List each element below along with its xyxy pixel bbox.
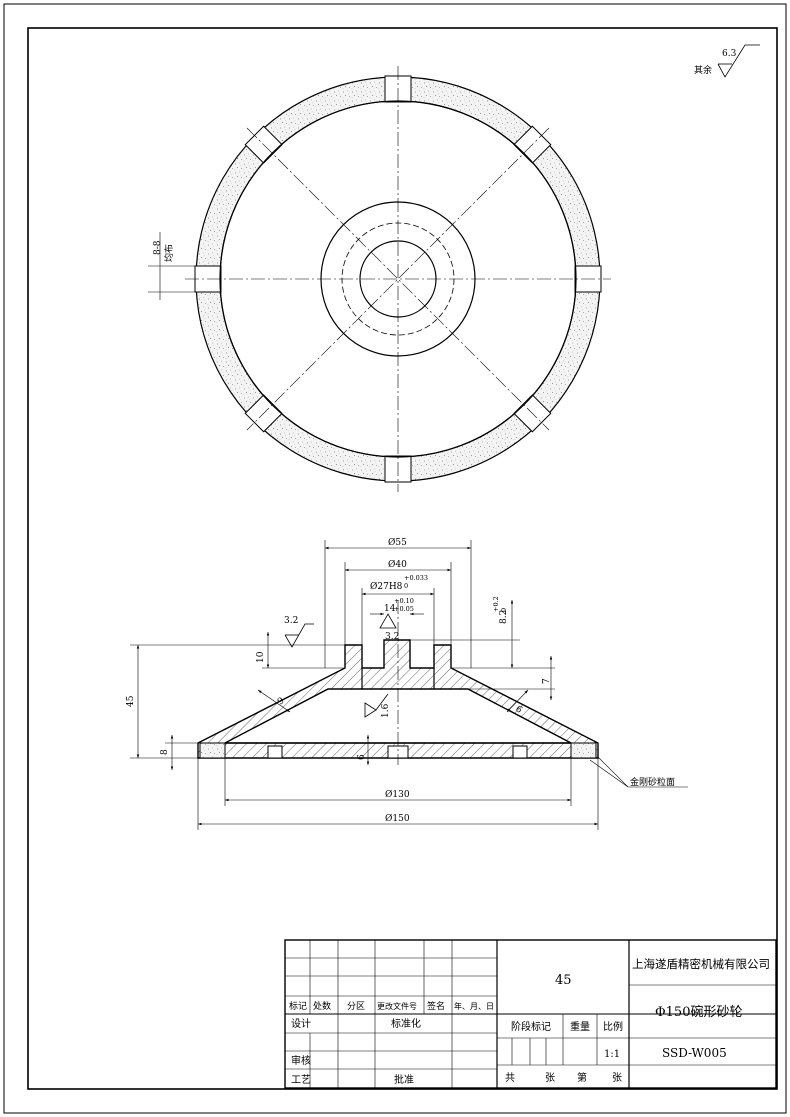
svg-text:3.2: 3.2 <box>284 616 298 626</box>
svg-text:6.3: 6.3 <box>722 49 737 59</box>
svg-text:+0.033: +0.033 <box>404 574 428 582</box>
svg-text:45: 45 <box>555 973 572 988</box>
svg-text:+0.10: +0.10 <box>394 597 414 605</box>
svg-text:上海遂盾精密机械有限公司: 上海遂盾精密机械有限公司 <box>632 957 770 971</box>
svg-text:6: 6 <box>357 754 367 760</box>
svg-text:7: 7 <box>542 678 552 684</box>
svg-text:+0.2: +0.2 <box>492 596 500 612</box>
rim-slot <box>384 455 412 483</box>
svg-text:SSD-W005: SSD-W005 <box>662 1046 727 1060</box>
svg-text:8.2: 8.2 <box>499 610 509 624</box>
svg-text:其余: 其余 <box>694 64 712 76</box>
svg-text:均布: 均布 <box>163 244 175 262</box>
svg-text:8: 8 <box>160 749 170 755</box>
svg-text:设计: 设计 <box>291 1017 311 1030</box>
svg-text:Ø150: Ø150 <box>385 813 410 824</box>
svg-text:1:1: 1:1 <box>604 1049 620 1060</box>
svg-text:处数: 处数 <box>313 1000 331 1012</box>
svg-text:+0.05: +0.05 <box>394 605 414 613</box>
svg-text:14: 14 <box>384 604 396 614</box>
svg-text:Ø27H8: Ø27H8 <box>370 581 403 592</box>
svg-text:张: 张 <box>545 1072 555 1084</box>
svg-text:Ø40: Ø40 <box>388 559 407 570</box>
svg-text:更改文件号: 更改文件号 <box>377 1001 417 1011</box>
roughness-note: 其余 6.3 <box>694 44 760 78</box>
svg-text:标记: 标记 <box>289 1000 307 1012</box>
inner-border <box>27 27 778 1090</box>
svg-text:阶段标记: 阶段标记 <box>511 1020 551 1033</box>
svg-text:工艺: 工艺 <box>291 1074 311 1086</box>
svg-text:标准化: 标准化 <box>391 1017 421 1030</box>
svg-text:Ø55: Ø55 <box>388 537 407 548</box>
svg-text:重量: 重量 <box>570 1020 590 1033</box>
svg-text:9: 9 <box>276 696 287 708</box>
svg-text:0: 0 <box>500 608 508 612</box>
svg-text:批准: 批准 <box>394 1073 414 1086</box>
svg-text:张: 张 <box>612 1072 622 1084</box>
svg-text:金刚砂粒面: 金刚砂粒面 <box>630 776 675 788</box>
svg-text:共: 共 <box>505 1072 515 1084</box>
svg-text:8-8: 8-8 <box>153 240 163 255</box>
section-view: Ø55 Ø40 Ø27H8 +0.033 0 14 +0.10 +0.05 Ø1… <box>126 537 688 830</box>
svg-text:1.6: 1.6 <box>381 703 391 718</box>
svg-text:6: 6 <box>513 704 524 716</box>
svg-text:分区: 分区 <box>347 1001 365 1012</box>
svg-text:3.2: 3.2 <box>385 632 399 642</box>
svg-text:年、月、日: 年、月、日 <box>454 1001 494 1011</box>
svg-text:比例: 比例 <box>603 1020 623 1033</box>
svg-text:Ø130: Ø130 <box>385 789 410 800</box>
svg-text:0: 0 <box>404 582 408 590</box>
svg-text:签名: 签名 <box>427 1000 445 1012</box>
top-view: 8-8 均布 <box>148 66 611 492</box>
svg-text:第: 第 <box>577 1071 587 1084</box>
svg-text:10: 10 <box>256 651 266 663</box>
svg-text:审核: 审核 <box>291 1054 311 1067</box>
svg-text:45: 45 <box>126 695 136 707</box>
title-block: 标记 处数 分区 更改文件号 签名 年、月、日 设计 标准化 审核 工艺 批准 … <box>284 939 777 1089</box>
outer-border <box>3 3 787 1114</box>
svg-text:Φ150碗形砂轮: Φ150碗形砂轮 <box>655 1004 742 1020</box>
